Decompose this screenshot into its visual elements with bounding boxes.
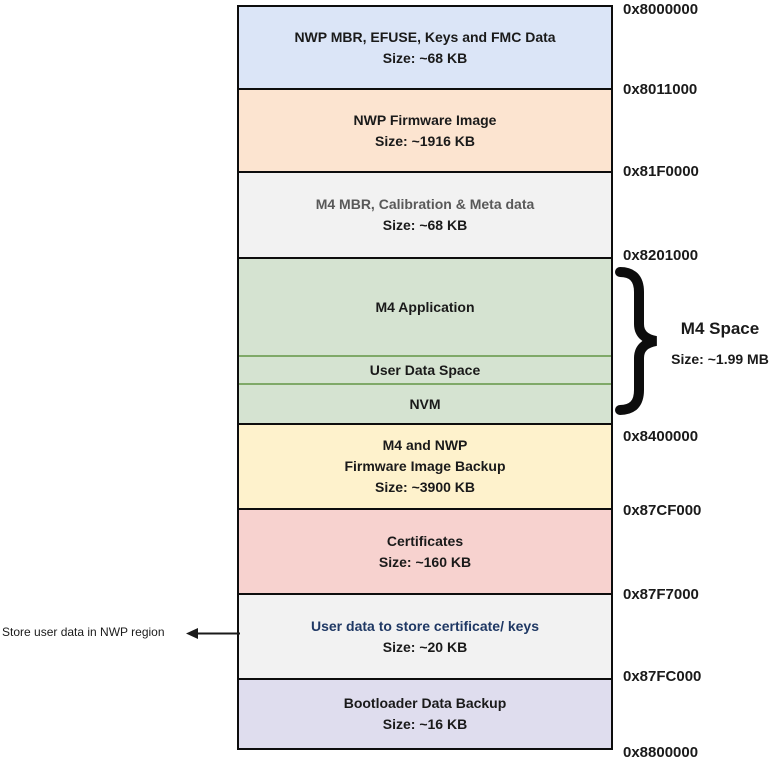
block-size: Size: ~3900 KB: [375, 479, 475, 495]
block-size: Size: ~68 KB: [382, 217, 468, 233]
block-size: Size: ~68 KB: [382, 49, 468, 66]
curly-brace-icon: [613, 266, 667, 416]
block-bootloader-data-backup: Bootloader Data Backup Size: ~16 KB: [239, 678, 611, 748]
block-m4-application: M4 Application: [375, 299, 475, 315]
address-label: 0x8000000: [623, 1, 699, 18]
block-user-data-certificates: User data to store certificate/ keys Siz…: [239, 593, 611, 678]
block-title: NWP Firmware Image: [353, 111, 497, 128]
block-user-data-space: User Data Space: [239, 355, 611, 383]
block-size: Size: ~160 KB: [378, 553, 472, 570]
block-title: NWP MBR, EFUSE, Keys and FMC Data: [294, 28, 556, 45]
block-size: Size: ~16 KB: [382, 716, 468, 732]
block-nvm: NVM: [239, 383, 611, 423]
address-label: 0x87FC000: [623, 668, 702, 685]
address-label: 0x8201000: [623, 247, 699, 264]
m4-space-label: M4 Space: [680, 319, 760, 338]
m4-space-size: Size: ~1.99 MB: [671, 351, 769, 367]
block-title: Bootloader Data Backup: [343, 695, 507, 711]
block-nwp-mbr: NWP MBR, EFUSE, Keys and FMC Data Size: …: [239, 7, 611, 88]
annotation-text: Store user data in NWP region: [2, 625, 165, 639]
m4-space-callout: M4 Space Size: ~1.99 MB: [663, 318, 777, 368]
block-size: Size: ~20 KB: [382, 638, 468, 655]
address-label: 0x81F0000: [623, 163, 699, 180]
address-label: 0x8400000: [623, 428, 699, 445]
block-certificates: Certificates Size: ~160 KB: [239, 508, 611, 593]
address-label: 0x8800000: [623, 744, 699, 761]
memory-map-column: NWP MBR, EFUSE, Keys and FMC Data Size: …: [237, 5, 613, 750]
block-size: Size: ~1916 KB: [375, 132, 475, 149]
left-arrow-icon: [186, 627, 240, 640]
block-title: User data to store certificate/ keys: [311, 617, 539, 634]
address-label: 0x8011000: [623, 81, 698, 98]
address-label: 0x87F7000: [623, 586, 699, 603]
block-firmware-image-backup: M4 and NWP Firmware Image Backup Size: ~…: [239, 423, 611, 508]
block-title-line2: Firmware Image Backup: [344, 458, 506, 474]
m4-space-group: M4 Application User Data Space NVM: [239, 257, 611, 423]
block-title: M4 MBR, Calibration & Meta data: [315, 196, 535, 212]
block-title: Certificates: [386, 532, 464, 549]
address-label: 0x87CF000: [623, 502, 702, 519]
block-m4-mbr: M4 MBR, Calibration & Meta data Size: ~6…: [239, 171, 611, 257]
block-nwp-firmware-image: NWP Firmware Image Size: ~1916 KB: [239, 88, 611, 171]
block-title: M4 and NWP: [382, 437, 468, 453]
